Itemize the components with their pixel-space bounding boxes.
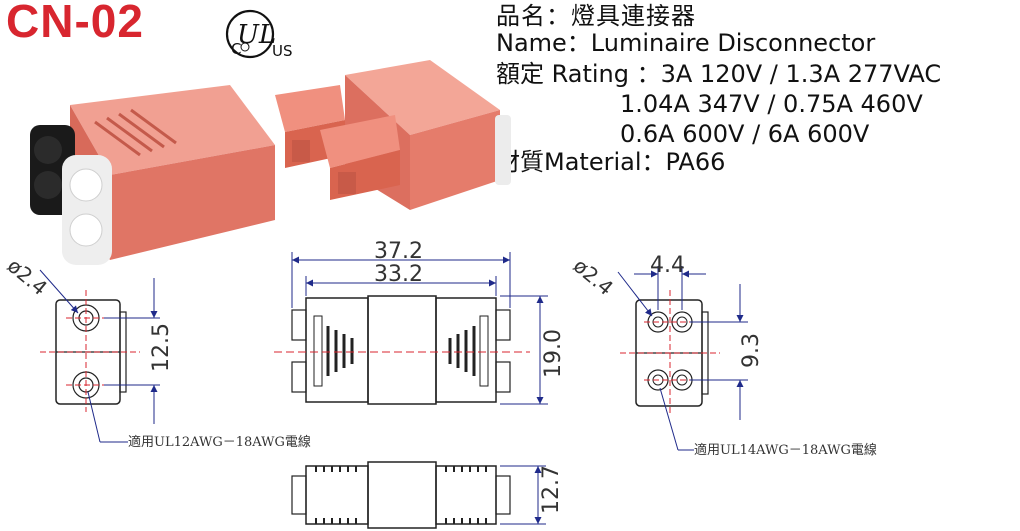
cert-ul: UL [237, 20, 276, 50]
right-hole-label: ø2.4 [569, 253, 618, 300]
rating-line-1: 額定 Rating ：3A 120V / 1.3A 277VAC [496, 60, 942, 88]
product-name-cn: 品名：燈具連接器 [496, 2, 696, 30]
side-view: 37.2 33.2 19.0 [274, 239, 566, 405]
right-wire-note: 適用UL14AWG－18AWG電線 [694, 442, 877, 458]
rating-line-3: 0.6A 600V / 6A 600V [620, 120, 870, 148]
material: 材質Material：PA66 [496, 148, 726, 176]
left-end-view: 12.5 ø2.4 適用UL12AWG－18AWG電線 [3, 253, 311, 450]
top-inner-label: 33.2 [374, 262, 423, 287]
right-end-view: 4.4 9.3 ø2.4 適用UL14AWG－18AWG電線 [569, 253, 877, 458]
connector-assembled-image [30, 85, 275, 265]
bottom-height-label: 12.7 [539, 465, 564, 514]
side-height-label: 19.0 [541, 329, 566, 378]
cert-c: C [231, 40, 241, 58]
connector-separated-image [275, 60, 511, 210]
right-pitch-h-label: 4.4 [650, 253, 685, 278]
bottom-view: 12.7 [291, 461, 564, 529]
product-photo [30, 60, 511, 265]
model-number: CN-02 [6, 0, 144, 47]
left-wire-note: 適用UL12AWG－18AWG電線 [128, 434, 311, 450]
rating-line-2: 1.04A 347V / 0.75A 460V [620, 90, 923, 118]
right-pitch-v-label: 9.3 [739, 333, 764, 368]
product-name-en: Name：Luminaire Disconnector [496, 29, 876, 57]
cert-us: US [272, 42, 293, 60]
ul-certification-icon: C UL US [225, 9, 293, 60]
top-outer-label: 37.2 [374, 239, 423, 264]
left-hole-label: ø2.4 [3, 253, 52, 300]
left-pitch-label: 12.5 [149, 323, 174, 372]
